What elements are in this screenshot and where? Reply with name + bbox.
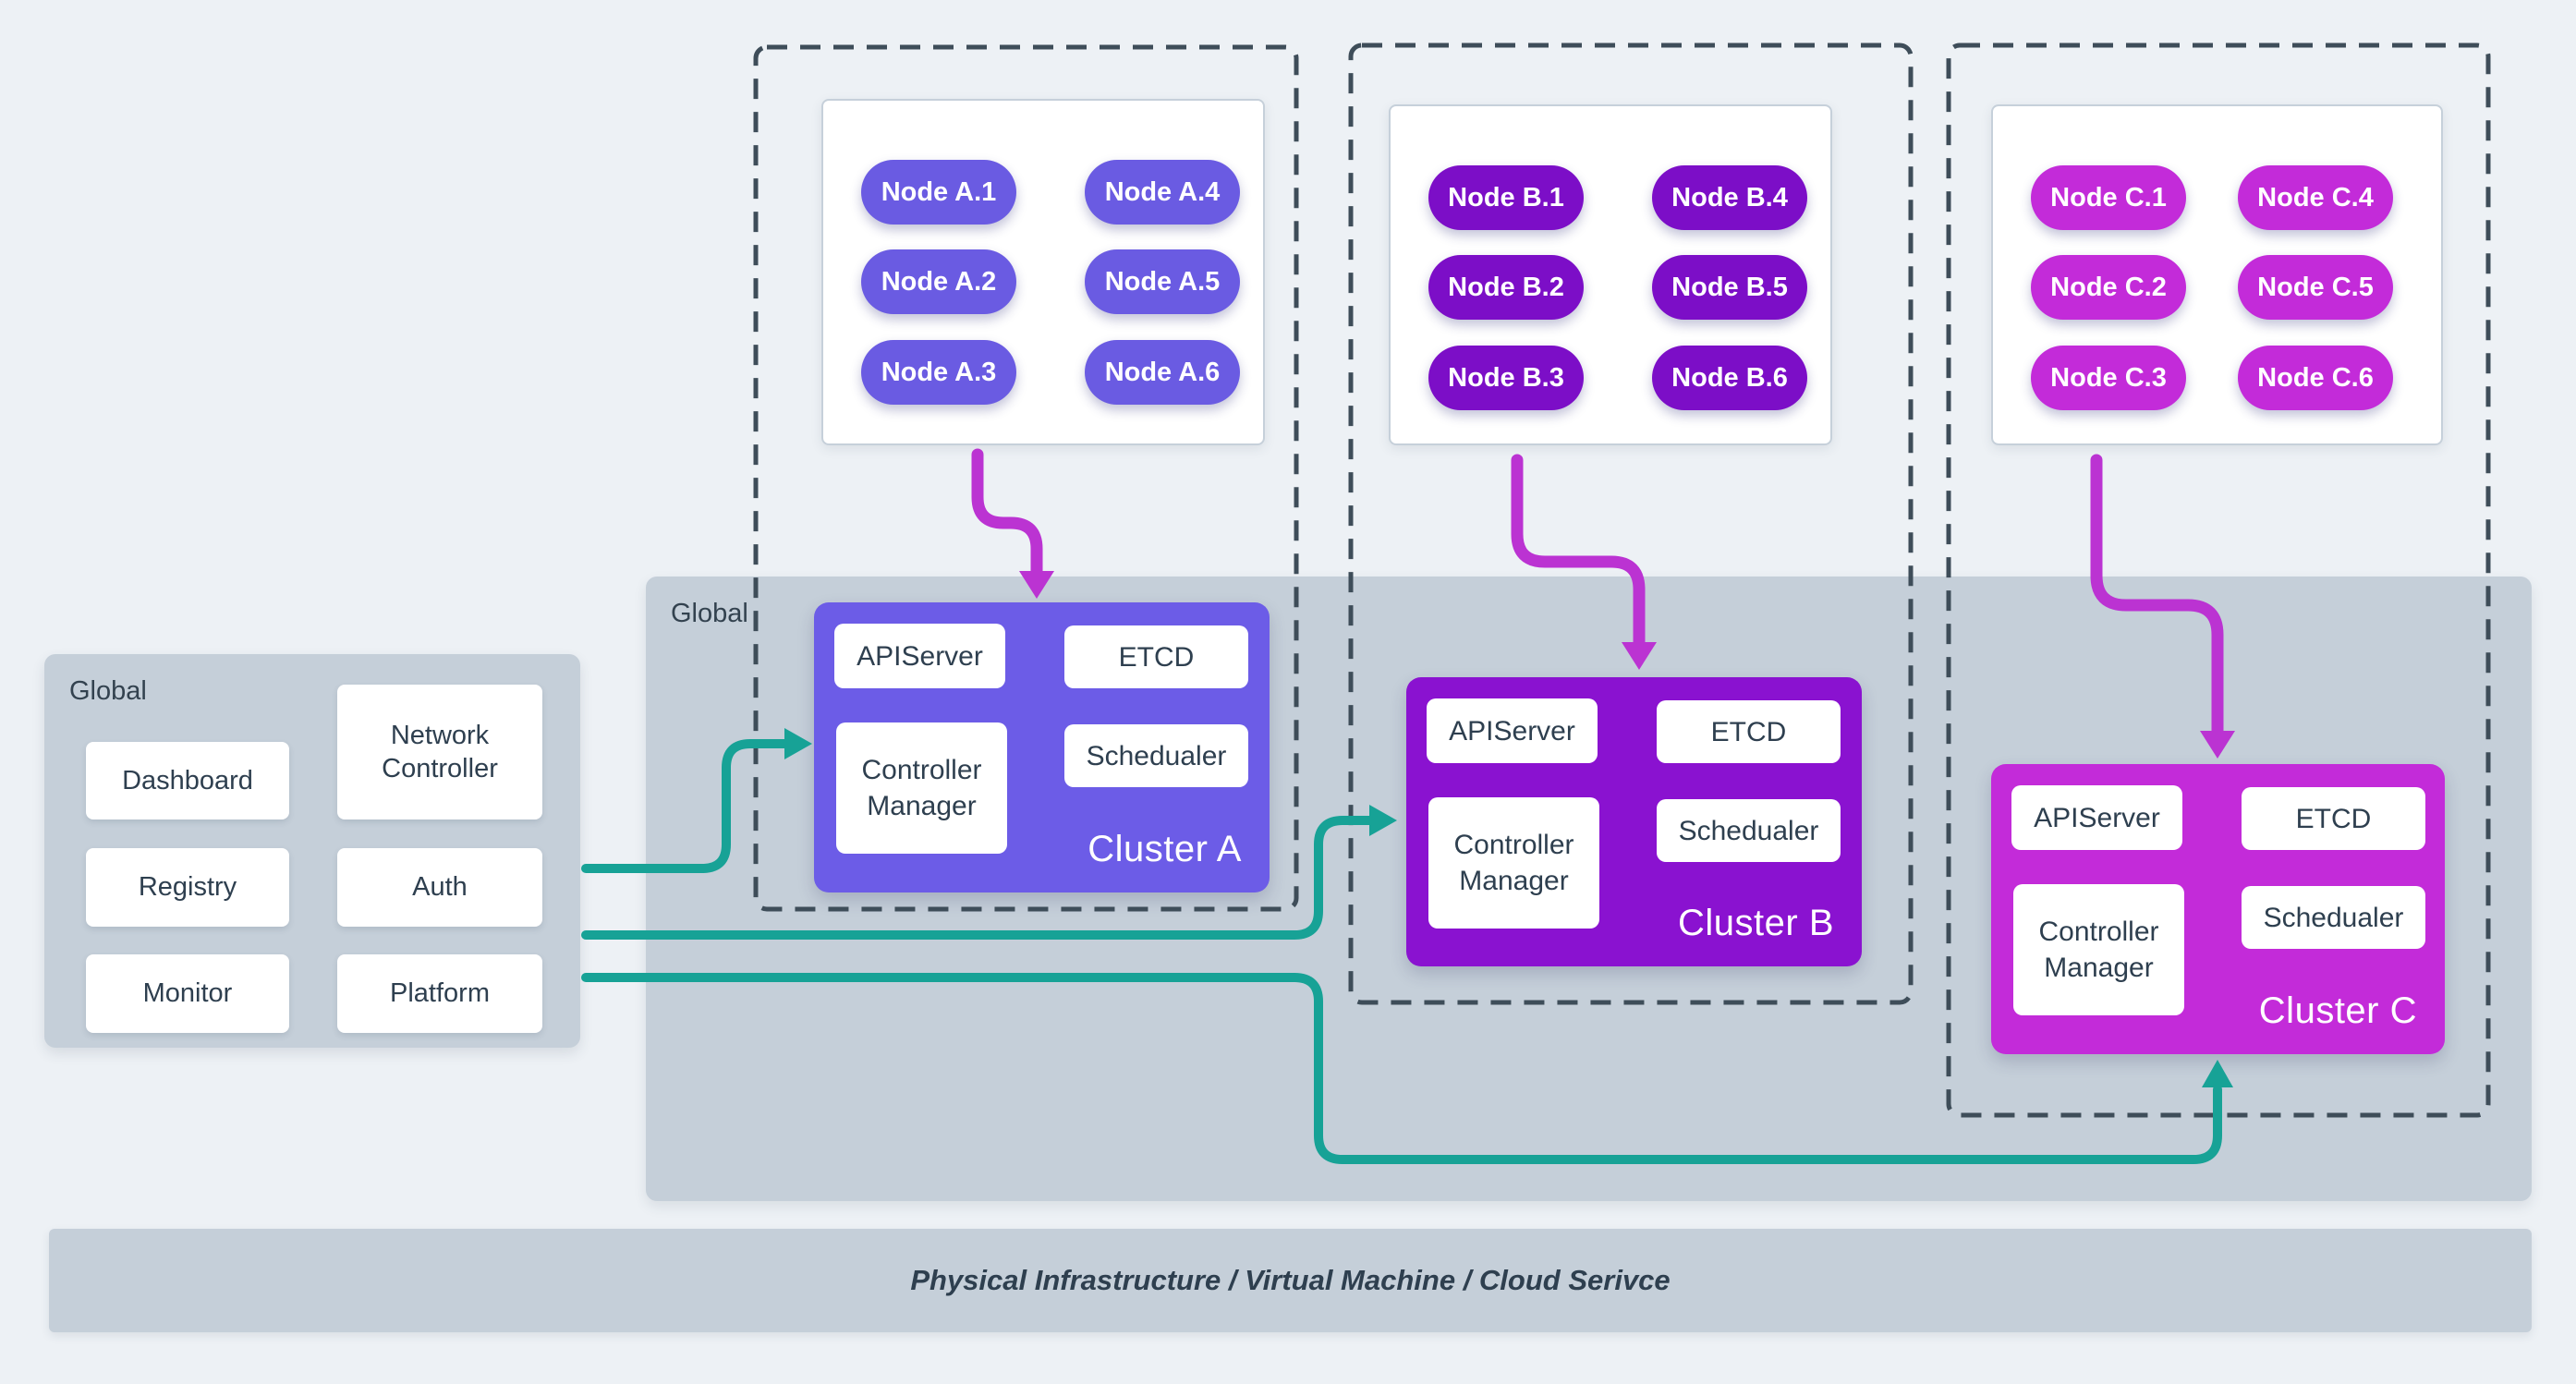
node-pill: Node C.3 [2031, 346, 2186, 410]
node-pill: Node B.3 [1428, 346, 1584, 410]
node-pill: Node A.1 [861, 160, 1016, 225]
infrastructure-bar: Physical Infrastructure / Virtual Machin… [49, 1229, 2532, 1332]
node-group-a: Node A.1 Node A.2 Node A.3 Node A.4 Node… [821, 99, 1265, 445]
etcd-card: ETCD [1064, 625, 1248, 688]
global-panel-left: Global Dashboard Network Controller Regi… [44, 654, 580, 1048]
controller-manager-card: Controller Manager [836, 722, 1007, 854]
node-pill: Node C.2 [2031, 255, 2186, 320]
apiserver-card: APIServer [1427, 698, 1598, 763]
controller-manager-card: Controller Manager [1428, 797, 1599, 929]
scheduler-card: Schedualer [1064, 724, 1248, 787]
node-pill: Node A.4 [1085, 160, 1240, 225]
infrastructure-label: Physical Infrastructure / Virtual Machin… [910, 1264, 1671, 1296]
node-pill: Node B.5 [1652, 255, 1807, 320]
node-pill: Node B.2 [1428, 255, 1584, 320]
cluster-a-label: Cluster A [1088, 829, 1242, 869]
cluster-b-label: Cluster B [1678, 903, 1834, 943]
etcd-card: ETCD [1657, 700, 1841, 763]
global-left-label: Global [69, 676, 147, 706]
node-pill: Node B.4 [1652, 165, 1807, 230]
controller-manager-card: Controller Manager [2013, 884, 2184, 1015]
apiserver-card: APIServer [834, 624, 1005, 688]
node-pill: Node A.5 [1085, 249, 1240, 314]
node-pill: Node A.3 [861, 340, 1016, 405]
global-main-label: Global [671, 599, 748, 628]
scheduler-card: Schedualer [2242, 886, 2425, 949]
node-pill: Node C.4 [2238, 165, 2393, 230]
node-pill: Node B.6 [1652, 346, 1807, 410]
node-group-c: Node C.1 Node C.2 Node C.3 Node C.4 Node… [1991, 104, 2443, 445]
cluster-c-label: Cluster C [2258, 990, 2417, 1031]
etcd-card: ETCD [2242, 787, 2425, 850]
scheduler-card: Schedualer [1657, 799, 1841, 862]
arrow-nodes-a-to-cluster-a [971, 448, 1043, 577]
cluster-c-box: APIServer ETCD Controller Manager Schedu… [1991, 764, 2445, 1054]
service-card-dashboard: Dashboard [86, 742, 289, 819]
service-card-auth: Auth [337, 848, 542, 927]
node-pill: Node C.6 [2238, 346, 2393, 410]
node-pill: Node A.2 [861, 249, 1016, 314]
node-group-b: Node B.1 Node B.2 Node B.3 Node B.4 Node… [1389, 104, 1832, 445]
apiserver-card: APIServer [2011, 785, 2182, 850]
service-card-network-controller: Network Controller [337, 685, 542, 819]
cluster-a-box: APIServer ETCD Controller Manager Schedu… [814, 602, 1270, 892]
node-pill: Node A.6 [1085, 340, 1240, 405]
node-pill: Node C.1 [2031, 165, 2186, 230]
node-pill: Node B.1 [1428, 165, 1584, 230]
service-card-monitor: Monitor [86, 954, 289, 1033]
node-pill: Node C.5 [2238, 255, 2393, 320]
service-card-platform: Platform [337, 954, 542, 1033]
cluster-b-box: APIServer ETCD Controller Manager Schedu… [1406, 677, 1862, 966]
service-card-registry: Registry [86, 848, 289, 927]
